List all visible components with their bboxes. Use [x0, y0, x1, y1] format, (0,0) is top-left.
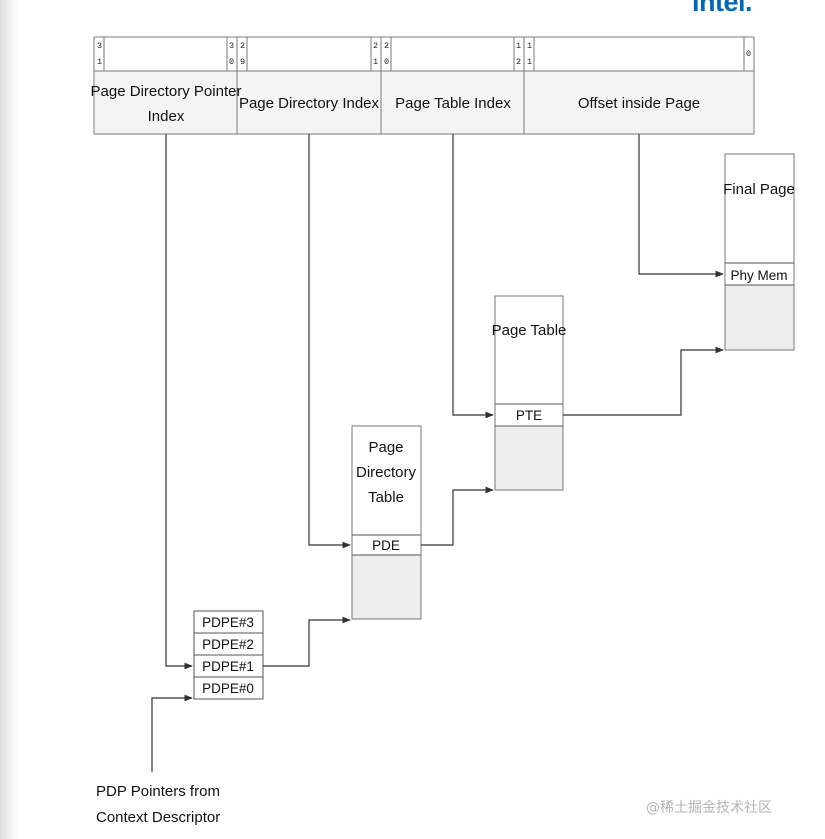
pdpe-to-page-directory-arrow	[263, 616, 351, 667]
watermark: @稀土掘金技术社区	[646, 800, 772, 816]
bit-number: 0	[746, 49, 751, 59]
pd-index-arrow	[308, 134, 351, 549]
field-label-pdp-index: Index	[148, 108, 185, 125]
bit-number: 9	[240, 57, 245, 67]
page-table: Page Table PTE	[492, 295, 567, 491]
linear-address: 3 1 3 0 2 9 2 1 2 0 1 2 1 1 0 Page Direc…	[91, 36, 755, 135]
pdp-index-arrow	[165, 134, 193, 670]
bit-number: 0	[384, 57, 389, 67]
pdpe-entry: PDPE#3	[202, 615, 254, 630]
pdp-pointers-label: Context Descriptor	[96, 809, 220, 826]
phy-mem-entry: Phy Mem	[730, 268, 787, 283]
bit-number: 3	[97, 41, 102, 51]
pde-entry: PDE	[372, 538, 400, 553]
bit-number: 2	[516, 57, 521, 67]
pde-to-page-table-arrow	[421, 486, 494, 546]
field-label-pdp-index: Page Directory Pointer	[91, 83, 242, 100]
bit-number: 1	[373, 57, 378, 67]
address-bits-row	[93, 36, 755, 72]
final-page-title: Final Page	[723, 181, 795, 198]
final-page: Final Page Phy Mem	[723, 153, 795, 351]
bit-number: 1	[527, 41, 532, 51]
bit-number: 1	[516, 41, 521, 51]
pdp-pointer-arrow	[151, 694, 193, 772]
pte-entry: PTE	[516, 408, 542, 423]
pdp-table: PDPE#3 PDPE#2 PDPE#1 PDPE#0	[193, 610, 264, 700]
bit-number: 3	[229, 41, 234, 51]
intel-logo: intel.	[692, 0, 753, 17]
bit-number: 1	[527, 57, 532, 67]
pdpe-entry: PDPE#2	[202, 637, 254, 652]
offset-arrow	[638, 134, 724, 278]
bit-number: 2	[240, 41, 245, 51]
bit-number: 0	[229, 57, 234, 67]
pdpe-entry: PDPE#0	[202, 681, 254, 696]
bit-number: 1	[97, 57, 102, 67]
page-directory-title: Page	[368, 439, 403, 456]
bit-number: 2	[373, 41, 378, 51]
page-table-title: Page Table	[492, 322, 567, 339]
pdp-pointers-label: PDP Pointers from	[96, 783, 220, 800]
page-edge	[0, 0, 18, 839]
field-label-pd-index: Page Directory Index	[239, 95, 380, 112]
pte-to-final-page-arrow	[563, 346, 724, 416]
pdpe-entry: PDPE#1	[202, 659, 254, 674]
page-directory-title: Directory	[356, 464, 417, 481]
page-directory-table: Page Directory Table PDE	[351, 425, 422, 620]
pt-index-arrow	[452, 134, 494, 419]
page-directory-title: Table	[368, 489, 404, 506]
bit-number: 2	[384, 41, 389, 51]
field-label-offset: Offset inside Page	[578, 95, 700, 112]
field-label-pt-index: Page Table Index	[395, 95, 511, 112]
